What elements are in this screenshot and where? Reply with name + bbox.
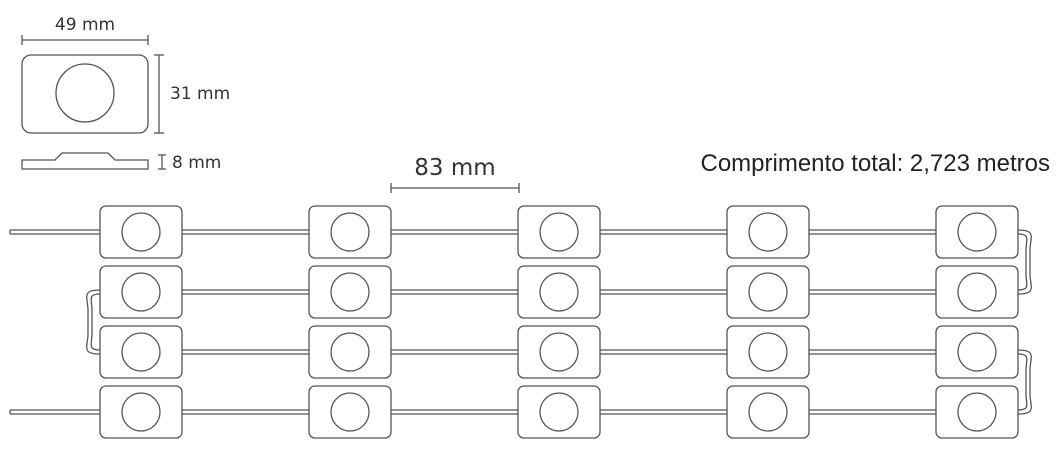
led-module <box>308 205 392 259</box>
led-module <box>517 325 601 379</box>
led-module <box>726 265 810 319</box>
wire-loop-right <box>1017 349 1032 415</box>
height-label: 31 mm <box>170 84 230 104</box>
led-lens <box>748 212 788 252</box>
spacing-dimension <box>390 183 520 193</box>
module-lens <box>55 63 115 123</box>
led-module <box>517 385 601 439</box>
led-lens <box>957 392 997 432</box>
led-lens <box>121 392 161 432</box>
led-module <box>726 385 810 439</box>
led-lens <box>121 212 161 252</box>
led-module <box>935 205 1019 259</box>
module-chain <box>9 205 1032 439</box>
led-lens <box>748 392 788 432</box>
led-module <box>726 325 810 379</box>
led-lens <box>957 272 997 312</box>
module-detail <box>21 35 166 170</box>
total-length-label: Comprimento total: 2,723 metros <box>701 150 1051 177</box>
led-lens <box>539 332 579 372</box>
wire-loop-left <box>86 289 101 355</box>
led-lens <box>539 272 579 312</box>
led-module <box>935 265 1019 319</box>
led-module <box>935 385 1019 439</box>
spacing-label: 83 mm <box>414 155 495 181</box>
module-side-view <box>21 152 149 170</box>
led-module <box>99 385 183 439</box>
wire-loop-right <box>1017 353 1028 411</box>
led-lens <box>957 212 997 252</box>
module-top-view <box>21 54 149 134</box>
led-lens <box>121 332 161 372</box>
width-label: 49 mm <box>55 15 115 35</box>
led-module <box>99 205 183 259</box>
led-lens <box>330 332 370 372</box>
led-lens <box>748 332 788 372</box>
led-module <box>517 265 601 319</box>
led-module <box>99 265 183 319</box>
led-module <box>726 205 810 259</box>
led-lens <box>748 272 788 312</box>
led-lens <box>539 212 579 252</box>
thickness-label: 8 mm <box>172 153 221 173</box>
led-module <box>517 205 601 259</box>
led-module <box>308 385 392 439</box>
led-module <box>99 325 183 379</box>
wire-loop-right <box>1017 233 1028 291</box>
wire-loop-left <box>90 293 101 351</box>
led-lens <box>957 332 997 372</box>
led-lens <box>330 392 370 432</box>
led-module <box>308 325 392 379</box>
led-lens <box>539 392 579 432</box>
led-module <box>308 265 392 319</box>
led-lens <box>121 272 161 312</box>
wire-loop-right <box>1017 229 1032 295</box>
led-module <box>935 325 1019 379</box>
led-lens <box>330 272 370 312</box>
led-lens <box>330 212 370 252</box>
